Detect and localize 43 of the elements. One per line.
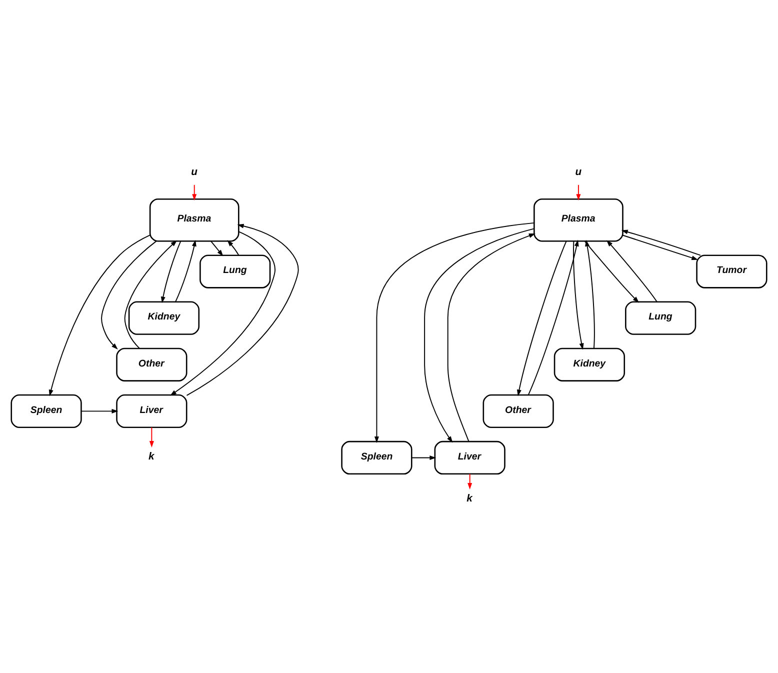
node-box: Plasma (149, 198, 240, 242)
arrow (210, 240, 224, 256)
arrow (170, 231, 276, 396)
node-text: k (148, 452, 154, 463)
arrow (528, 240, 579, 396)
arrow (192, 184, 197, 201)
arrow (585, 240, 595, 349)
node-box: Lung (625, 301, 696, 335)
arrow (227, 240, 240, 256)
node-text: u (575, 167, 582, 178)
arrow (622, 234, 698, 260)
node-box: Lung (200, 254, 271, 288)
arrow (621, 230, 701, 256)
arrow (101, 240, 157, 350)
arrow (160, 240, 182, 304)
arrow (374, 222, 534, 443)
arrow (48, 234, 151, 396)
arrow (606, 240, 658, 302)
node-box: Spleen (10, 394, 82, 428)
node-box: Other (482, 394, 554, 428)
node-box: Liver (116, 394, 188, 428)
node-text: u (191, 167, 198, 178)
arrow (186, 224, 299, 396)
arrow (80, 408, 118, 414)
arrow (468, 474, 472, 490)
node-text: k (466, 494, 472, 505)
arrow (424, 228, 535, 443)
arrow (175, 240, 196, 302)
arrow (149, 426, 154, 448)
node-box: Kidney (554, 348, 626, 382)
arrow (584, 240, 640, 303)
arrow (516, 240, 567, 396)
arrow (573, 240, 584, 350)
arrow (576, 184, 581, 201)
node-box: Plasma (534, 198, 624, 242)
arrow (124, 240, 178, 349)
arrow (411, 455, 436, 460)
arrow (447, 233, 536, 442)
node-box: Spleen (341, 440, 412, 475)
node-box: Tumor (696, 254, 768, 288)
node-box: Kidney (128, 301, 200, 335)
node-box: Other (116, 348, 188, 382)
node-box: Liver (434, 440, 506, 475)
